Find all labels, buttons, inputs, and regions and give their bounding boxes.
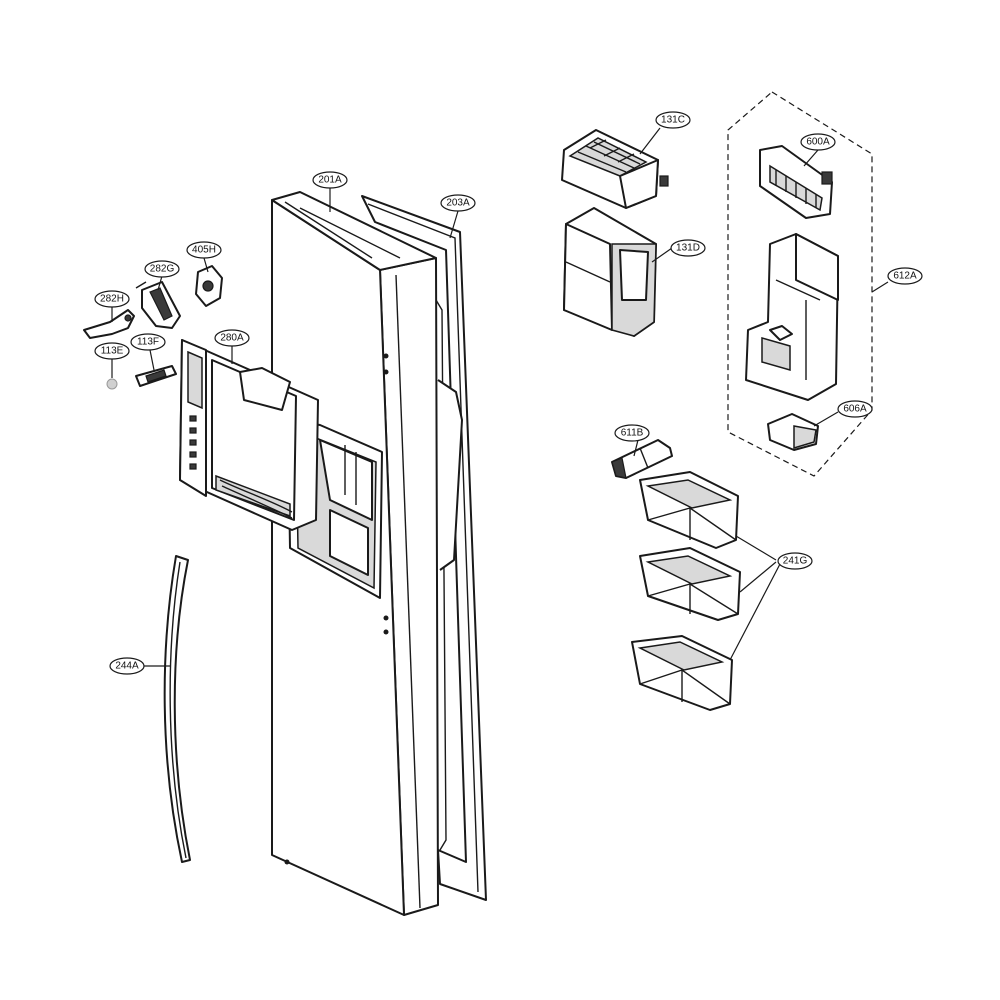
dispenser-cover-280A — [179, 339, 319, 531]
part-405H — [195, 265, 223, 307]
callout-203A: 203A — [440, 194, 476, 212]
ice-bin-cover-131C — [561, 129, 669, 209]
callout-201A: 201A — [312, 171, 348, 189]
svg-text:113E: 113E — [101, 346, 124, 357]
svg-text:606A: 606A — [843, 404, 867, 415]
svg-text:612A: 612A — [893, 271, 917, 282]
door-handle-244A — [163, 555, 191, 863]
callout-611B: 611B — [614, 424, 650, 442]
part-282H — [83, 309, 135, 339]
door-assembly-201A — [271, 191, 463, 916]
svg-text:131C: 131C — [661, 115, 685, 126]
callout-113E: 113E — [94, 342, 130, 360]
motor-606A — [767, 413, 819, 451]
callout-600A: 600A — [800, 133, 836, 151]
door-bin-241G-2 — [639, 547, 741, 621]
svg-text:280A: 280A — [220, 333, 244, 344]
svg-text:241G: 241G — [783, 556, 808, 567]
part-282G — [135, 281, 181, 329]
part-113E — [106, 378, 118, 390]
ice-maker-600A — [759, 145, 833, 219]
svg-text:244A: 244A — [115, 661, 139, 672]
callout-606A: 606A — [837, 400, 873, 418]
svg-text:282G: 282G — [150, 264, 175, 275]
water-filter-611B — [611, 439, 673, 479]
callout-241G: 241G — [777, 552, 813, 570]
door-bin-241G-3 — [631, 635, 733, 711]
callout-280A: 280A — [214, 329, 250, 347]
svg-text:131D: 131D — [676, 243, 700, 254]
callout-131C: 131C — [655, 111, 691, 129]
svg-text:203A: 203A — [446, 198, 470, 209]
callout-282H: 282H — [94, 290, 130, 308]
callout-282G: 282G — [144, 260, 180, 278]
svg-text:405H: 405H — [192, 245, 216, 256]
leader-lines — [111, 127, 889, 667]
part-113F — [135, 365, 177, 387]
svg-text:201A: 201A — [318, 175, 342, 186]
callout-405H: 405H — [186, 241, 222, 259]
svg-text:282H: 282H — [100, 294, 124, 305]
ice-maker-group-612A — [727, 91, 873, 477]
door-bin-241G-1 — [639, 471, 739, 549]
ice-maker-housing — [745, 233, 839, 401]
callout-612A: 612A — [887, 267, 923, 285]
ice-bin-131D — [563, 207, 657, 337]
callout-244A: 244A — [109, 657, 145, 675]
svg-text:611B: 611B — [621, 428, 644, 439]
svg-text:600A: 600A — [806, 137, 830, 148]
callout-131D: 131D — [670, 239, 706, 257]
callout-113F: 113F — [130, 333, 166, 351]
svg-text:113F: 113F — [137, 337, 159, 348]
